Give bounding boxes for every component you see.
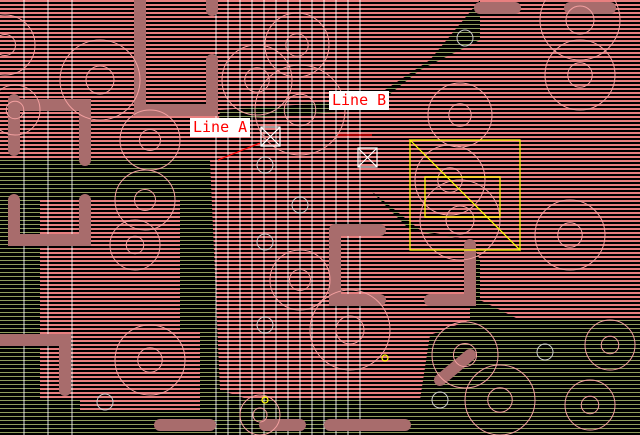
- pad-circle: [134, 189, 156, 211]
- traces: [0, 0, 616, 431]
- pad-circle: [0, 34, 16, 56]
- via-circle: [431, 391, 449, 409]
- pad-circle: [567, 62, 593, 88]
- line-b-label[interactable]: Line B: [329, 91, 390, 110]
- pad-circle: [414, 144, 486, 216]
- pad-circle: [584, 319, 636, 371]
- pad-circle: [539, 0, 621, 61]
- pad-circle: [427, 82, 493, 148]
- component-outline: [261, 139, 521, 404]
- pad-circle: [452, 342, 478, 368]
- pad-circle: [5, 100, 25, 120]
- via-circle: [256, 156, 274, 174]
- pad-circle: [269, 249, 331, 311]
- via-circle: [256, 233, 274, 251]
- pad-circle: [137, 347, 163, 373]
- pad-circle: [139, 129, 161, 151]
- pad-circle: [283, 93, 317, 127]
- pad-circle: [309, 289, 391, 371]
- pad-circle: [239, 394, 281, 435]
- pad-circle: [464, 364, 536, 435]
- pad-circle: [85, 65, 115, 95]
- pad-circle: [534, 199, 606, 271]
- pad-circle: [252, 407, 268, 423]
- pad-circle: [114, 169, 176, 231]
- pad-circle: [544, 39, 616, 111]
- pad-circle: [487, 387, 513, 413]
- pad-circle: [285, 33, 309, 57]
- measure-lines: [217, 134, 372, 161]
- pad-circle: [445, 205, 475, 235]
- grid-lines: [23, 0, 361, 435]
- pad-circle: [244, 67, 270, 93]
- pad-circle: [419, 179, 501, 261]
- pad-circle: [59, 39, 141, 121]
- pad-circle: [580, 395, 600, 415]
- via-circle: [291, 196, 309, 214]
- pad-circle: [431, 321, 499, 389]
- pad-circle: [264, 12, 330, 78]
- line-a-label[interactable]: Line A: [190, 118, 251, 137]
- pad-circle: [221, 44, 293, 116]
- pad-circle: [254, 64, 346, 156]
- pad-circle: [125, 235, 145, 255]
- via-circle: [96, 393, 114, 411]
- pad-circle: [564, 379, 616, 431]
- pad-circle: [565, 5, 595, 35]
- pad-circle: [448, 103, 472, 127]
- pad-circle: [557, 222, 583, 248]
- via-markers: [260, 126, 378, 168]
- pad-circle: [289, 269, 311, 291]
- via-circle: [456, 29, 474, 47]
- via-circle: [256, 316, 274, 334]
- pad-circle: [335, 315, 365, 345]
- pad-circle: [109, 219, 161, 271]
- pad-circle: [114, 324, 186, 396]
- pad-circle: [0, 14, 36, 76]
- pad-circle: [0, 84, 41, 136]
- via-circle: [536, 343, 554, 361]
- pad-circle: [600, 335, 620, 355]
